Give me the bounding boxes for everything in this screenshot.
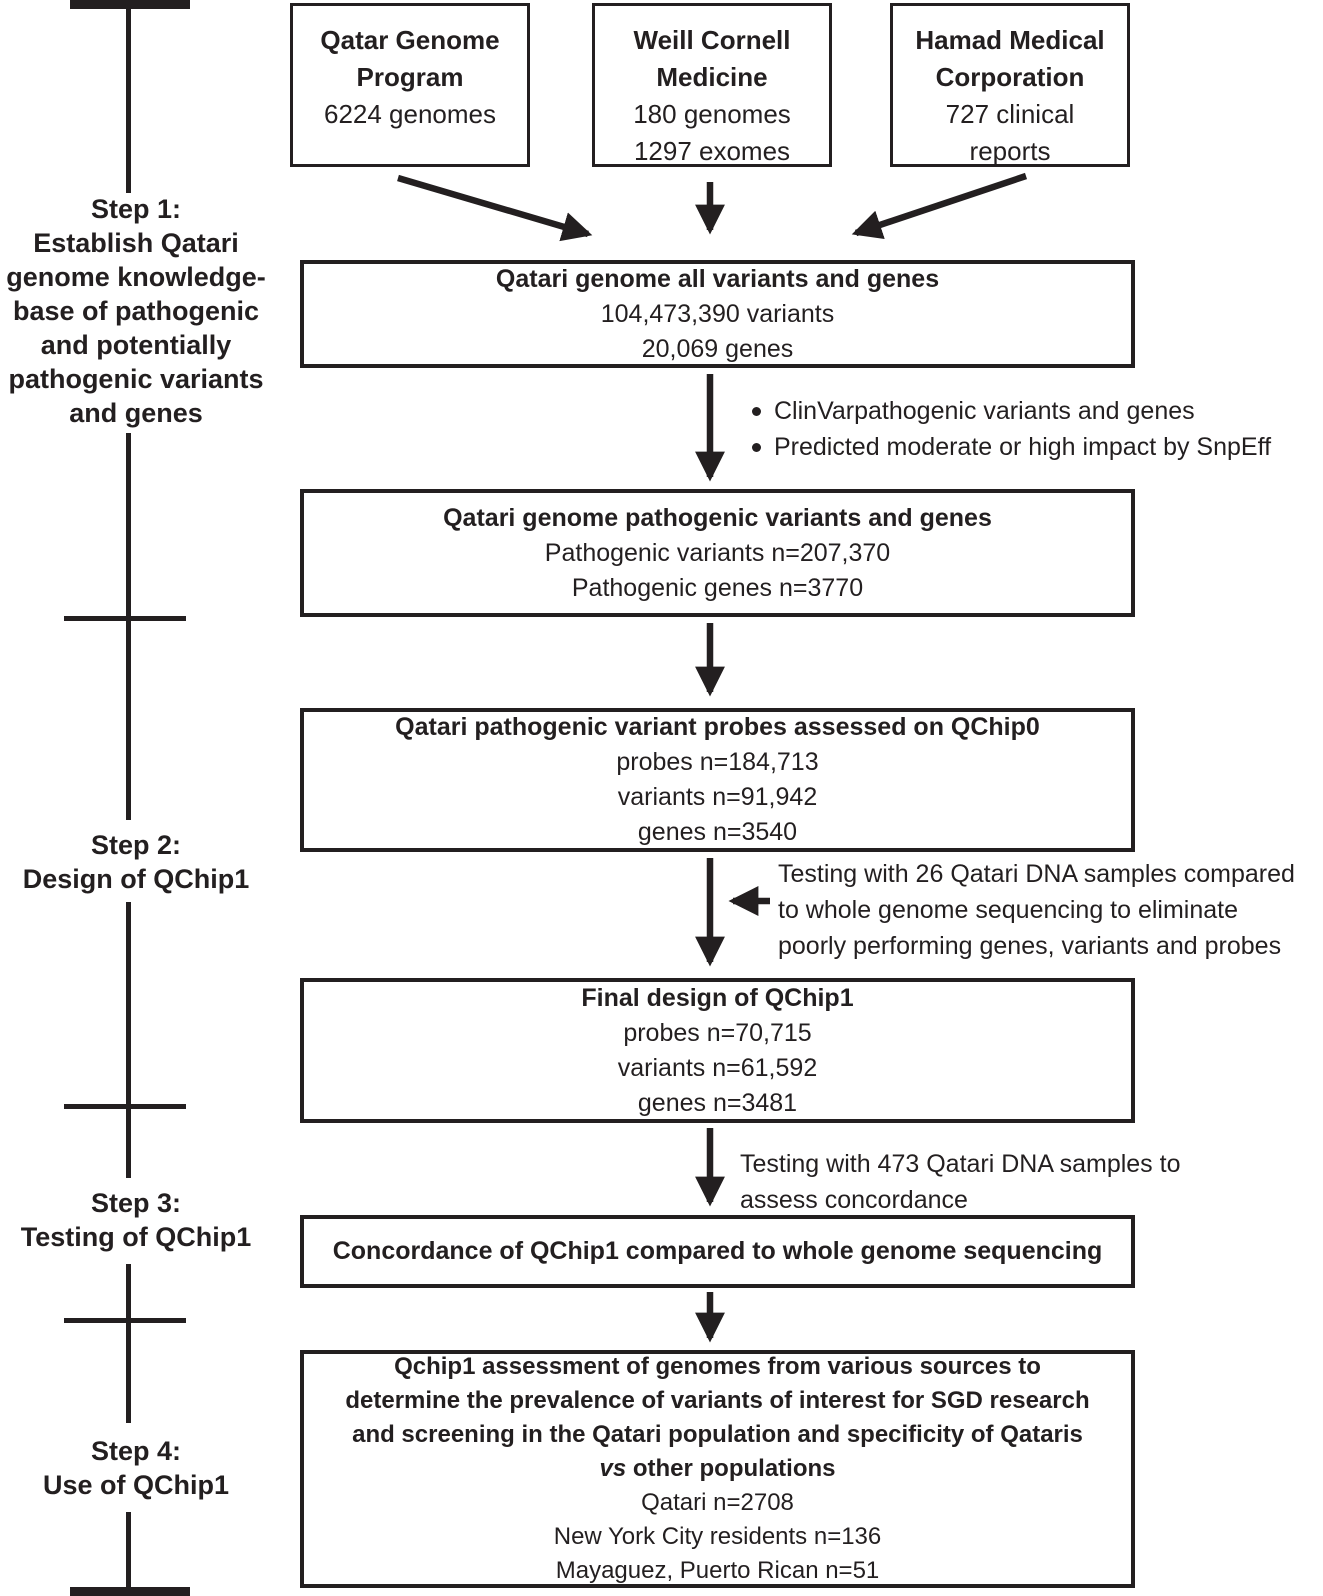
vs-italic-text: vs [599,1455,627,1482]
box-value-line: genes n=3540 [637,818,798,846]
box-value-line: variants n=61,592 [617,1053,818,1082]
step-label-line: genome knowledge- [6,262,266,292]
source-title-line: Hamad Medical [915,25,1105,55]
bullet-item: ClinVarpathogenic variants and genes [752,393,1271,429]
step-label-line: Use of QChip1 [42,1470,230,1500]
box-value-line: 104,473,390 variants [600,299,835,328]
timeline-segment [126,1264,131,1423]
box-value-line: Mayaguez, Puerto Rican n=51 [555,1557,880,1584]
step-label-line: Step 4: [90,1436,182,1466]
step-label-line: Step 1: [90,194,182,224]
box-value-line: Pathogenic genes n=3770 [571,573,864,602]
box-title-rest: other populations [626,1455,836,1482]
box-qchip0-probes: Qatari pathogenic variant probes assesse… [300,708,1135,852]
step-label-line: Testing of QChip1 [20,1222,252,1252]
box-value-line: genes n=3481 [637,1088,798,1117]
bullet-item: Predicted moderate or high impact by Snp… [752,429,1271,465]
source-box-qatar-genome-program: Qatar Genome Program 6224 genomes [290,3,530,167]
source-title-line: Medicine [656,62,768,92]
box-title-line: Qchip1 assessment of genomes from variou… [394,1353,1041,1380]
arrow-hmc-to-all-variants [851,172,1028,240]
box-value-line: probes n=184,713 [616,748,819,776]
box-use-qchip1: Qchip1 assessment of genomes from variou… [300,1350,1135,1588]
box-concordance: Concordance of QChip1 compared to whole … [300,1215,1135,1288]
box-title: Qatari genome pathogenic variants and ge… [443,503,992,532]
testing-26-samples-note: Testing with 26 Qatari DNA samples compa… [778,856,1295,964]
timeline-segment [126,9,131,193]
box-title: Qatari genome all variants and genes [495,264,940,293]
timeline-tick [64,1104,186,1109]
step-label-line: Step 2: [90,830,182,860]
box-title-line: vs other populations [304,1452,1131,1486]
step-label-line: and potentially [40,330,232,360]
box-value-line: probes n=70,715 [623,1018,812,1047]
bullet-text: ClinVarpathogenic variants and genes [774,397,1195,425]
step-2-label: Step 2: Design of QChip1 [0,828,272,896]
timeline-segment [126,1512,131,1588]
box-title: Final design of QChip1 [581,983,854,1012]
box-final-design-qchip1: Final design of QChip1 probes n=70,715 v… [300,978,1135,1123]
bullet-text: Predicted moderate or high impact by Snp… [774,433,1272,461]
box-value-line: New York City residents n=136 [553,1523,882,1550]
source-box-hamad-medical: Hamad Medical Corporation 727 clinical r… [890,3,1130,167]
step-label-line: pathogenic variants [8,364,264,394]
step-3-label: Step 3: Testing of QChip1 [0,1186,272,1254]
filter-criteria-bullets: ClinVarpathogenic variants and genes Pre… [752,393,1271,465]
box-value-line: Pathogenic variants n=207,370 [544,538,891,567]
box-title: Qatari pathogenic variant probes assesse… [395,713,1040,741]
annotation-line: Testing with 473 Qatari DNA samples to [740,1150,1181,1178]
step-label-line: Establish Qatari [33,228,239,258]
source-detail-line: 727 clinical [945,99,1075,129]
step-label-line: Step 3: [90,1188,182,1218]
step-label-line: base of pathogenic [12,296,260,326]
arrow-qgp-to-all-variants [397,174,593,242]
source-title-line: Weill Cornell [633,25,791,55]
step-label-line: Design of QChip1 [22,864,250,894]
source-title-line: Program [356,62,464,92]
source-box-weill-cornell: Weill Cornell Medicine 180 genomes 1297 … [592,3,832,167]
testing-473-samples-note: Testing with 473 Qatari DNA samples to a… [740,1146,1180,1218]
source-detail-line: 6224 genomes [323,99,497,129]
box-value-line: variants n=91,942 [617,783,818,811]
timeline-segment [126,902,131,1178]
source-detail-line: 1297 exomes [633,136,791,166]
step-1-label: Step 1: Establish Qatari genome knowledg… [0,192,272,430]
box-title-line: and screening in the Qatari population a… [352,1421,1083,1448]
source-detail-line: reports [969,136,1051,166]
bullet-icon [752,406,761,416]
box-value-line: 20,069 genes [641,334,794,363]
annotation-line: to whole genome sequencing to eliminate [778,896,1239,924]
box-title: Concordance of QChip1 compared to whole … [332,1237,1103,1265]
timeline-top-cap [70,0,190,9]
annotation-line: Testing with 26 Qatari DNA samples compa… [778,860,1295,888]
box-value-line: Qatari n=2708 [641,1489,794,1516]
source-title-line: Corporation [935,62,1085,92]
timeline-segment [126,433,131,820]
source-title-line: Qatar Genome [320,25,500,55]
step-4-label: Step 4: Use of QChip1 [0,1434,272,1502]
step-label-line: and genes [69,398,203,428]
box-all-variants: Qatari genome all variants and genes 104… [300,260,1135,368]
timeline-tick [64,1318,186,1323]
box-title-line: determine the prevalence of variants of … [345,1387,1090,1414]
source-detail-line: 180 genomes [633,99,791,129]
box-pathogenic-variants: Qatari genome pathogenic variants and ge… [300,489,1135,617]
bullet-icon [752,442,761,452]
annotation-line: poorly performing genes, variants and pr… [778,932,1282,960]
annotation-line: assess concordance [740,1186,968,1214]
timeline-bottom-cap [70,1587,190,1596]
timeline-tick [64,616,186,621]
